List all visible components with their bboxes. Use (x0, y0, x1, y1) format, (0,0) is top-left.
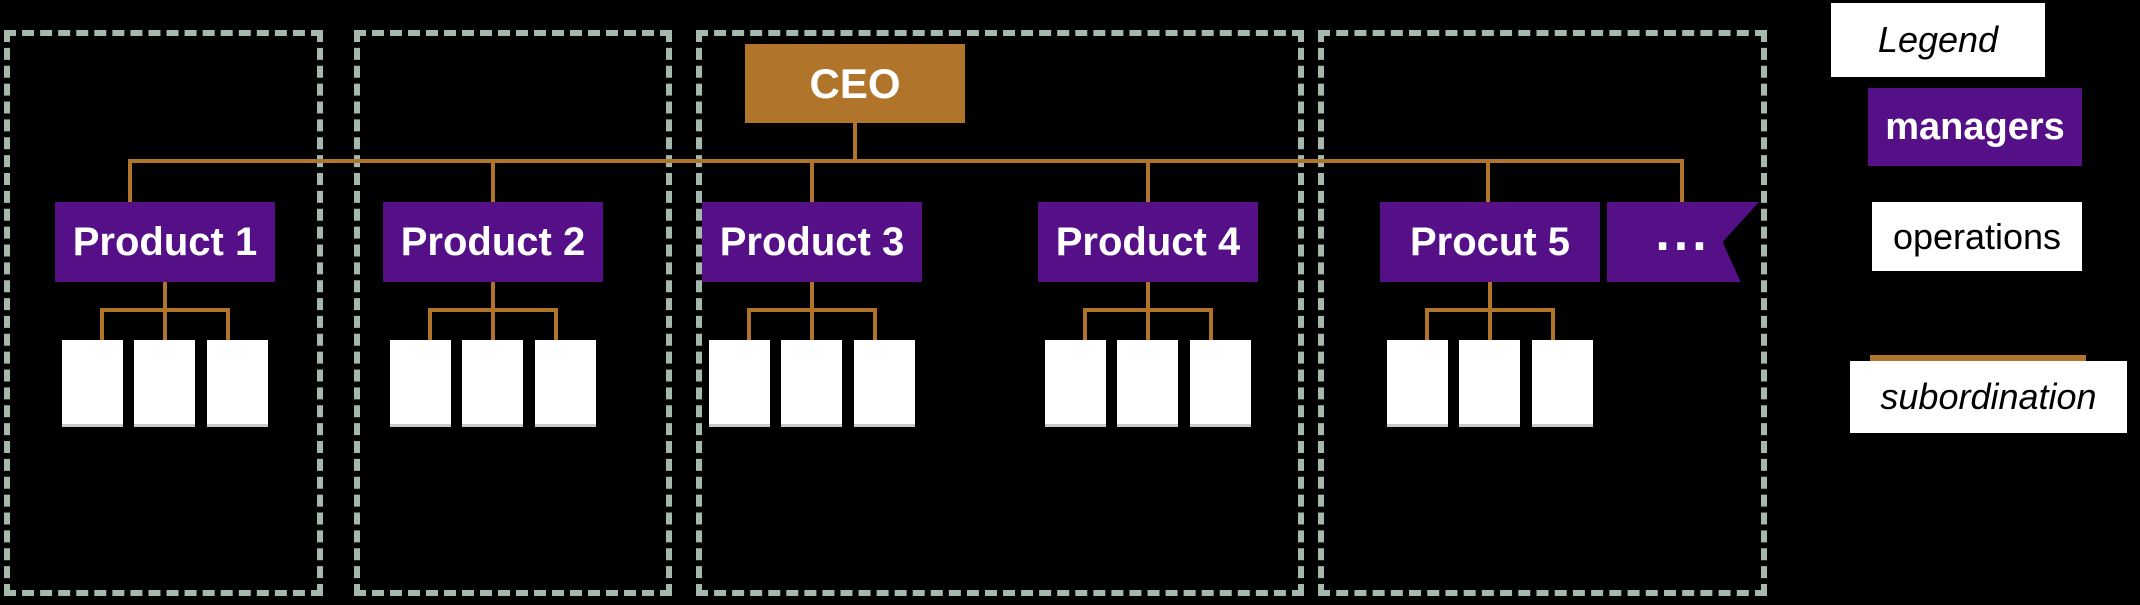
subordination-line (554, 308, 558, 342)
operations-box (1045, 340, 1106, 427)
division-group-2 (354, 30, 672, 596)
subordination-line (1146, 308, 1150, 342)
division-group-1 (4, 30, 323, 596)
node-product-4: Product 4 (1038, 202, 1258, 282)
node-product-2-label: Product 2 (400, 219, 586, 264)
subordination-line-drop-product-3 (810, 159, 814, 204)
node-product-1-label: Product 1 (72, 219, 258, 264)
subordination-line-bus (130, 159, 1684, 163)
operations-box (1117, 340, 1178, 427)
operations-box (390, 340, 451, 427)
operations-box (1459, 340, 1520, 427)
division-group-4 (1318, 30, 1767, 596)
node-product-3-label: Product 3 (719, 219, 905, 264)
operations-box (781, 340, 842, 427)
legend-managers-label: managers (1885, 105, 2065, 148)
subordination-line (1425, 308, 1429, 342)
node-ceo-label: CEO (809, 59, 901, 107)
subordination-line-drop-ellipsis (1680, 159, 1684, 204)
legend-subordination-label: subordination (1880, 376, 2097, 417)
subordination-line (491, 281, 495, 310)
node-product-5-label: Procut 5 (1409, 219, 1571, 264)
subordination-line (1488, 281, 1492, 310)
legend-item-operations: operations (1872, 202, 2082, 271)
legend-item-subordination: subordination (1850, 361, 2127, 433)
subordination-line (1083, 308, 1087, 342)
subordination-line (1209, 308, 1213, 342)
subordination-line-ceo-riser (853, 122, 857, 162)
subordination-line (100, 308, 104, 342)
legend-item-managers: managers (1868, 88, 2082, 166)
node-ellipsis-ribbon: ... (1607, 202, 1759, 282)
node-product-1: Product 1 (55, 202, 275, 282)
legend-title: Legend (1877, 19, 1999, 60)
operations-box (709, 340, 770, 427)
node-product-5: Procut 5 (1380, 202, 1600, 282)
node-ceo: CEO (745, 44, 965, 123)
subordination-line (428, 308, 432, 342)
subordination-line-drop-product-5 (1486, 159, 1490, 204)
operations-box (535, 340, 596, 427)
division-group-3 (696, 30, 1304, 596)
subordination-line (747, 308, 751, 342)
node-product-3: Product 3 (702, 202, 922, 282)
operations-box (62, 340, 123, 427)
subordination-line (1551, 308, 1555, 342)
subordination-line-drop-product-2 (491, 159, 495, 204)
subordination-line (873, 308, 877, 342)
subordination-line (1488, 308, 1492, 342)
subordination-line (226, 308, 230, 342)
subordination-line (163, 308, 167, 342)
subordination-line (810, 308, 814, 342)
subordination-line (810, 281, 814, 310)
operations-box (207, 340, 268, 427)
operations-box (1190, 340, 1251, 427)
node-product-2: Product 2 (383, 202, 603, 282)
subordination-line (163, 281, 167, 310)
node-ellipsis-label: ... (1655, 204, 1711, 262)
subordination-line (491, 308, 495, 342)
operations-box (854, 340, 915, 427)
subordination-line-drop-product-4 (1146, 159, 1150, 204)
operations-box (462, 340, 523, 427)
node-product-4-label: Product 4 (1055, 219, 1241, 264)
operations-box (134, 340, 195, 427)
legend-title-box: Legend (1831, 3, 2045, 77)
legend-operations-label: operations (1892, 215, 2062, 257)
subordination-line (1146, 281, 1150, 310)
operations-box (1532, 340, 1593, 427)
operations-box (1387, 340, 1448, 427)
subordination-line-drop-product-1 (128, 159, 132, 204)
legend-subordination-line-swatch (1870, 355, 2086, 361)
